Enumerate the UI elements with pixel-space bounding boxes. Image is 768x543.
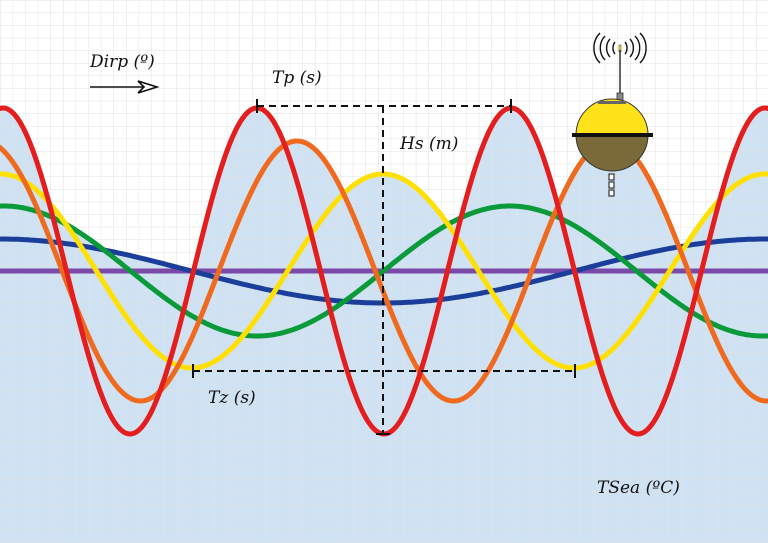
tz-dimension	[192, 364, 576, 378]
direction-arrow-icon	[90, 80, 160, 94]
orange-wave	[0, 138, 768, 404]
hs-dimension	[376, 106, 390, 435]
hs-label: Hs (m)	[400, 134, 459, 154]
yellow-wave	[0, 171, 768, 371]
tsea-label: TSea (ºC)	[597, 478, 680, 498]
signal-waves-icon	[593, 32, 647, 64]
dirp-label: Dirp (º)	[90, 52, 155, 72]
buoy-icon	[572, 32, 653, 197]
tz-label: Tz (s)	[208, 388, 256, 408]
tp-label: Tp (s)	[272, 68, 322, 88]
green-wave	[0, 203, 768, 339]
